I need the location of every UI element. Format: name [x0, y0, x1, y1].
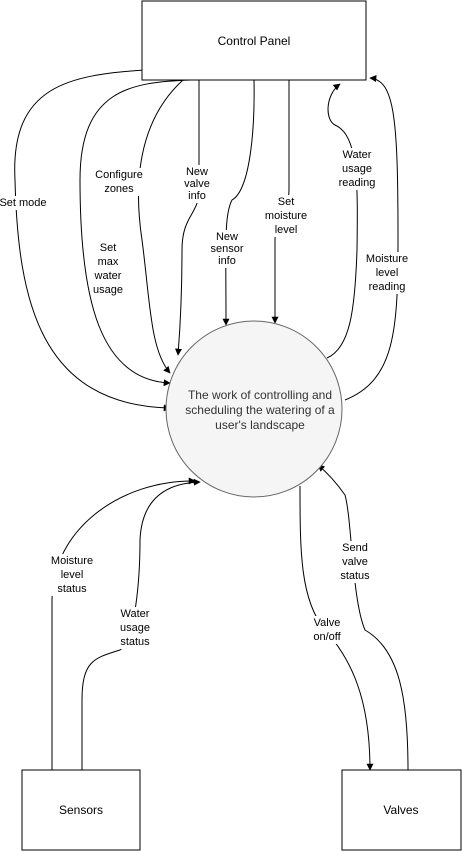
- text-line: water: [94, 270, 122, 282]
- text-line: status: [120, 636, 150, 648]
- text-line: Water: [343, 149, 372, 161]
- text-line: zones: [104, 183, 134, 195]
- text-line: Water: [121, 608, 150, 620]
- control-panel-label: Control Panel: [218, 34, 291, 48]
- edge-configure-zones[interactable]: [138, 79, 184, 374]
- edge-label-background: [339, 541, 372, 583]
- edge-label-background: [263, 195, 309, 237]
- edge-water-usage-reading[interactable]: [326, 83, 358, 359]
- edge-new-valve-info[interactable]: [175, 80, 200, 356]
- sensors-node[interactable]: Sensors: [21, 769, 141, 851]
- edge-label-background: [119, 607, 152, 649]
- edge-new-sensor-info[interactable]: [222, 79, 255, 326]
- text-line: moisture: [265, 210, 307, 222]
- text-line: usage: [342, 163, 372, 175]
- edge-moisture-level-reading[interactable]: [344, 75, 399, 401]
- text-line: status: [340, 570, 370, 582]
- text-line: Configure: [95, 169, 143, 181]
- label-water-usage-reading: Water usage reading: [339, 149, 376, 189]
- text-line: info: [188, 190, 206, 202]
- text-line: usage: [93, 284, 123, 296]
- text-line: usage: [120, 622, 150, 634]
- edge-label-background: [209, 230, 245, 268]
- label-configure-zones: Configure zones: [95, 169, 143, 195]
- text-line: Send: [342, 542, 368, 554]
- label-set-mode: Set mode: [0, 197, 47, 209]
- label-send-valve-status: Send valve status: [340, 542, 370, 582]
- edge-set-mode[interactable]: [14, 69, 171, 412]
- edge-label-background: [312, 616, 343, 644]
- text-line: reading: [339, 177, 376, 189]
- text-line: info: [218, 255, 236, 267]
- valves-node[interactable]: Valves: [341, 769, 462, 851]
- text-line: Valve: [314, 617, 341, 629]
- control-panel-node[interactable]: Control Panel: [141, 0, 367, 81]
- text-line: New: [216, 231, 238, 243]
- edge-label-background: [92, 241, 124, 297]
- text-line: Set: [100, 242, 117, 254]
- text-line: The work of controlling and: [188, 388, 332, 402]
- text-line: valve: [184, 178, 210, 190]
- edge-label-background: [94, 168, 144, 196]
- edge-set-max-water-usage[interactable]: [79, 79, 192, 387]
- text-line: level: [61, 569, 84, 581]
- text-line: Set mode: [0, 197, 47, 209]
- edge-send-valve-status[interactable]: [317, 464, 409, 771]
- edge-label-background: [337, 148, 377, 190]
- text-line: max: [98, 256, 119, 268]
- text-line: Moisture: [51, 555, 93, 567]
- edge-water-usage-status[interactable]: [81, 478, 201, 770]
- text-line: valve: [342, 556, 368, 568]
- edge-label-background: [49, 554, 95, 596]
- text-line: Set: [278, 196, 295, 208]
- text-line: on/off: [313, 631, 341, 643]
- text-line: level: [376, 267, 399, 279]
- text-line: Moisture: [366, 253, 408, 265]
- sensors-label: Sensors: [59, 803, 103, 817]
- valves-label: Valves: [383, 803, 418, 817]
- text-line: status: [57, 583, 87, 595]
- text-line: scheduling the watering of a: [185, 403, 335, 417]
- label-set-max-water-usage: Set max water usage: [93, 242, 123, 296]
- text-line: sensor: [210, 243, 243, 255]
- edge-label-background: [364, 252, 410, 294]
- label-moisture-level-reading: Moisture level reading: [366, 253, 408, 293]
- label-valve-on-off: Valve on/off: [313, 617, 341, 643]
- label-water-usage-status: Water usage status: [120, 608, 150, 648]
- label-moisture-level-status: Moisture level status: [51, 555, 93, 595]
- text-line: user's landscape: [215, 418, 305, 432]
- edge-label-background: [183, 165, 211, 203]
- edge-label-background: [0, 196, 48, 210]
- edge-labels: Set mode Set max water usage Configure zones…: [0, 148, 410, 649]
- text-line: New: [186, 166, 208, 178]
- label-set-moisture-level: Set moisture level: [265, 196, 307, 236]
- text-line: reading: [369, 281, 406, 293]
- text-line: level: [275, 224, 298, 236]
